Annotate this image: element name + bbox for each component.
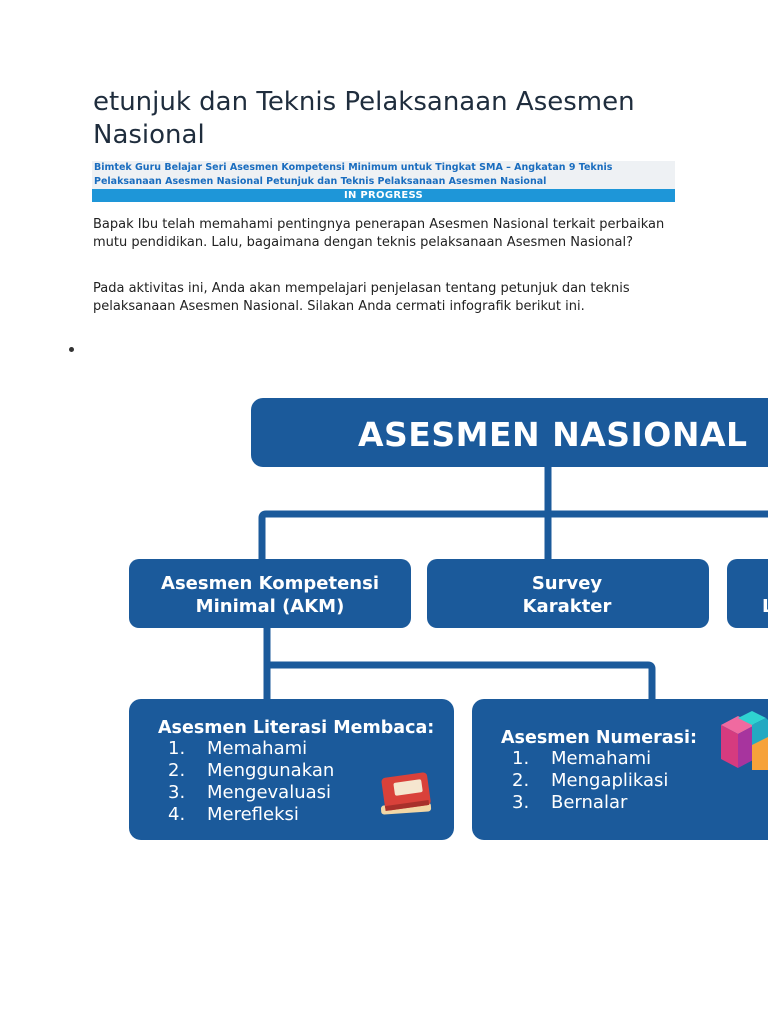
literasi-box bbox=[129, 699, 454, 840]
literasi-heading: Asesmen Literasi Membaca: bbox=[158, 718, 434, 738]
third-box bbox=[727, 559, 768, 628]
book-icon bbox=[380, 772, 432, 815]
intro-paragraph: Bapak Ibu telah memahami pentingnya pene… bbox=[93, 217, 665, 250]
activity-paragraph: Pada aktivitas ini, Anda akan mempelajar… bbox=[93, 281, 630, 314]
numerasi-num: 3. bbox=[512, 792, 529, 813]
survey-label-line2: Karakter bbox=[523, 596, 612, 617]
root-box bbox=[251, 398, 768, 467]
survey-label-line1: Survey bbox=[532, 573, 603, 594]
numerasi-heading: Asesmen Numerasi: bbox=[501, 728, 697, 748]
literasi-item: Menggunakan bbox=[207, 760, 334, 781]
cubes-icon bbox=[721, 711, 768, 770]
literasi-num: 3. bbox=[168, 782, 185, 803]
literasi-num: 2. bbox=[168, 760, 185, 781]
third-box-label: L bbox=[762, 596, 768, 617]
literasi-num: 1. bbox=[168, 738, 185, 759]
survey-box bbox=[427, 559, 709, 628]
numerasi-box bbox=[472, 699, 768, 840]
literasi-item: Mengevaluasi bbox=[207, 782, 331, 803]
numerasi-item: Mengaplikasi bbox=[551, 770, 668, 791]
list-bullet bbox=[69, 347, 74, 352]
literasi-item: Memahami bbox=[207, 738, 307, 759]
akm-label-line1: Asesmen Kompetensi bbox=[161, 573, 379, 594]
numerasi-item: Memahami bbox=[551, 748, 651, 769]
literasi-num: 4. bbox=[168, 804, 185, 825]
root-label: ASESMEN NASIONAL bbox=[358, 415, 748, 454]
literasi-item: Merefleksi bbox=[207, 804, 299, 825]
numerasi-num: 1. bbox=[512, 748, 529, 769]
status-badge: IN PROGRESS bbox=[92, 189, 675, 202]
akm-label-line2: Minimal (AKM) bbox=[196, 596, 345, 617]
breadcrumb[interactable]: Bimtek Guru Belajar Seri Asesmen Kompete… bbox=[92, 161, 675, 189]
numerasi-num: 2. bbox=[512, 770, 529, 791]
connector-lines bbox=[258, 467, 768, 700]
akm-box bbox=[129, 559, 411, 628]
page-title: etunjuk dan Teknis Pelaksanaan Asesmen N… bbox=[93, 87, 635, 150]
numerasi-item: Bernalar bbox=[551, 792, 628, 813]
